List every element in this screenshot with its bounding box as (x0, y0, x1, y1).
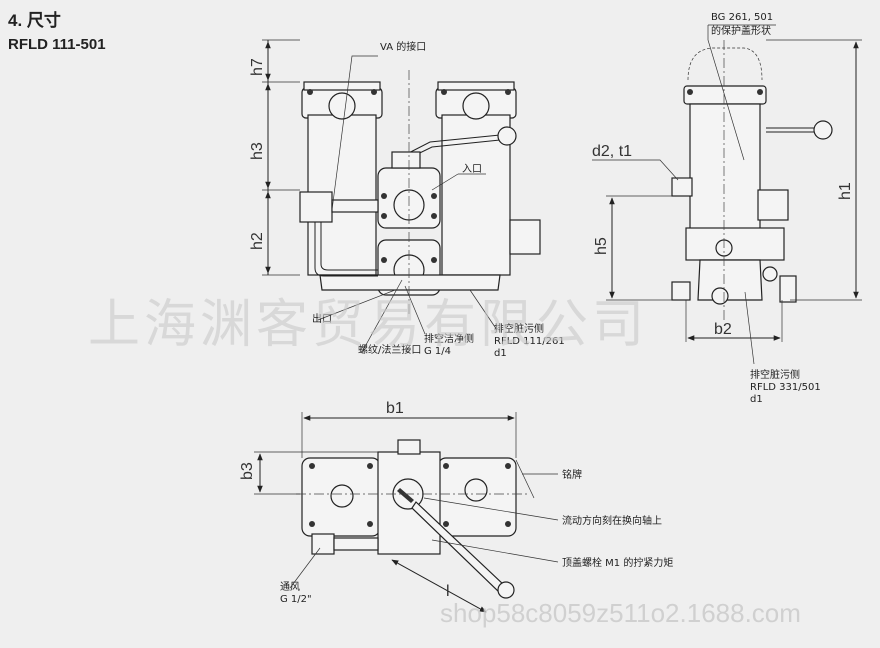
side-vent-dirty-d1: d1 (750, 394, 763, 405)
model-title: RFLD 111-501 (8, 36, 106, 53)
watermark-url: shop58c8059z511o2.1688.com (440, 598, 801, 628)
dim-h2: h2 (249, 232, 266, 250)
dim-b3: b3 (239, 462, 256, 480)
dim-l: l (446, 583, 450, 600)
front-view: h7 h3 h2 VA 的接口 入口 出口 螺纹/法兰接口 排空洁净侧 G 1/… (249, 39, 565, 359)
dim-h1: h1 (837, 182, 854, 200)
watermark-text: 上海渊客贸易有限公司 (88, 295, 648, 355)
vent-dirty-d1: d1 (494, 348, 507, 359)
dim-h7: h7 (249, 58, 266, 76)
flow-direction-label: 流动方向刻在换向轴上 (562, 514, 662, 527)
vent-clean-size: G 1/4 (424, 346, 451, 357)
side-vent-dirty-models: RFLD 331/501 (750, 382, 821, 393)
outlet-label: 出口 (312, 312, 332, 325)
dim-b1: b1 (386, 400, 404, 417)
thread-flange-label: 螺纹/法兰接口 (358, 343, 421, 356)
nameplate-label: 铭牌 (562, 468, 582, 481)
vent-dirty-label: 排空脏污侧 (494, 322, 544, 335)
side-vent-dirty-label: 排空脏污侧 (750, 368, 800, 381)
cover-screw-label: 顶盖螺栓 M1 的拧紧力矩 (562, 556, 673, 569)
vent-size-label: G 1/2" (280, 594, 312, 605)
side-view: h1 h5 d2, t1 b2 BG 261, 501 的保护盖形状 排空脏污侧… (592, 12, 862, 405)
inlet-label: 入口 (462, 164, 482, 175)
top-view: b1 b3 l 铭牌 流动方向刻在换向轴上 顶盖螺栓 M1 的拧紧力矩 通风 G… (239, 400, 673, 613)
vent-label: 通风 (280, 581, 300, 593)
dim-d2-t1: d2, t1 (592, 143, 632, 160)
vent-dirty-models: RFLD 111/261 (494, 336, 565, 347)
dim-h3: h3 (249, 142, 266, 160)
vent-clean-label: 排空洁净侧 (424, 332, 474, 345)
bg-models-label: BG 261, 501 (711, 12, 773, 23)
section-heading: 4. 尺寸 (8, 11, 61, 30)
bg-cover-label: 的保护盖形状 (711, 24, 771, 37)
dim-h5: h5 (593, 237, 610, 255)
dim-b2: b2 (714, 321, 732, 338)
va-port-label: VA 的接口 (380, 40, 426, 53)
